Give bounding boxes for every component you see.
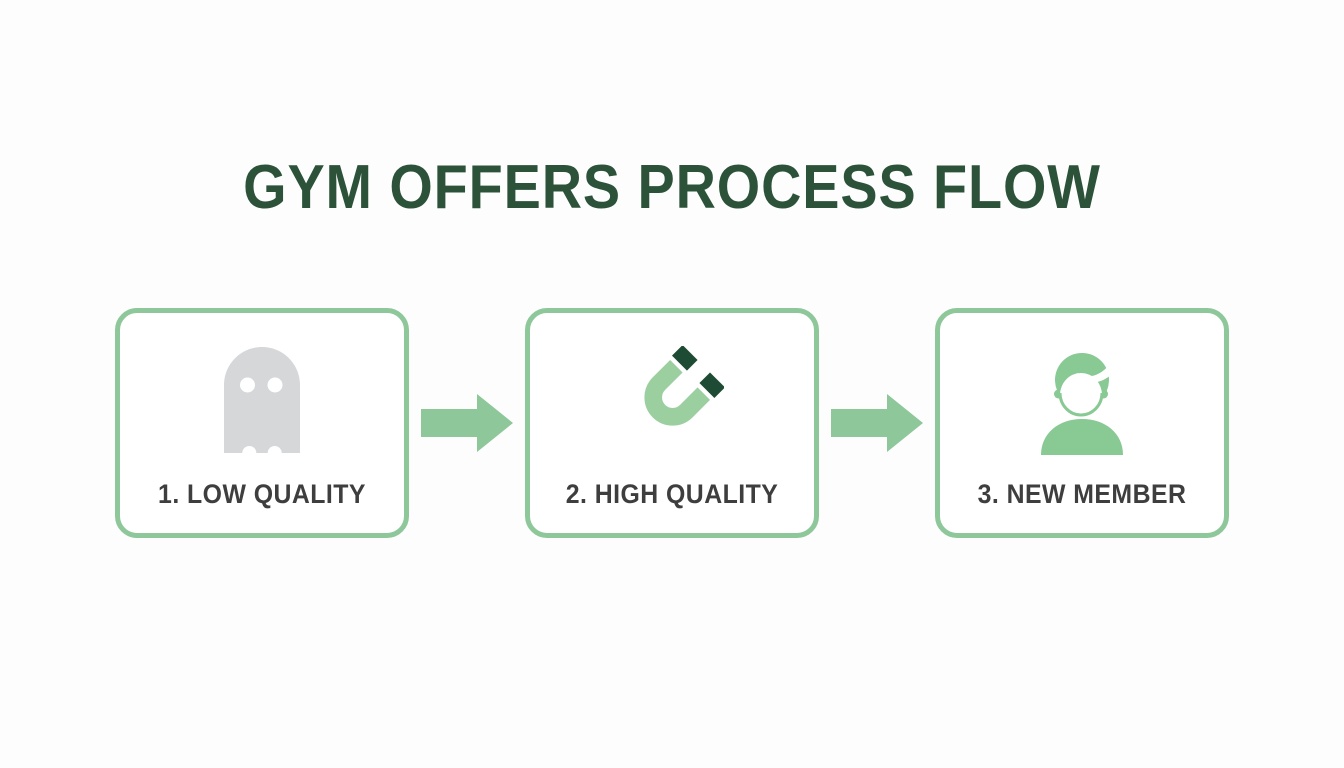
- arrow-right-icon: [421, 394, 513, 452]
- diagram-title: GYM OFFERS PROCESS FLOW: [243, 153, 1101, 222]
- step-card-high-quality: 2. HIGH QUALITY: [525, 308, 819, 538]
- step-label-new-member: 3. NEW MEMBER: [977, 479, 1187, 509]
- magnet-icon: [530, 313, 814, 473]
- arrow-right-icon: [831, 394, 923, 452]
- step-label-low-quality: 1. LOW QUALITY: [158, 479, 366, 509]
- person-icon: [940, 313, 1224, 473]
- step-card-low-quality: 1. LOW QUALITY: [115, 308, 409, 538]
- ghost-icon-svg: [224, 347, 300, 453]
- flow-connector-2: [819, 308, 935, 538]
- magnet-icon-svg: [644, 346, 724, 426]
- process-flow-row: 1. LOW QUALITY 2. HIGH QUALITY: [0, 308, 1344, 538]
- person-icon-svg: [1041, 353, 1123, 455]
- step-label-high-quality: 2. HIGH QUALITY: [565, 479, 779, 509]
- ghost-icon: [120, 313, 404, 473]
- flow-connector-1: [409, 308, 525, 538]
- step-card-new-member: 3. NEW MEMBER: [935, 308, 1229, 538]
